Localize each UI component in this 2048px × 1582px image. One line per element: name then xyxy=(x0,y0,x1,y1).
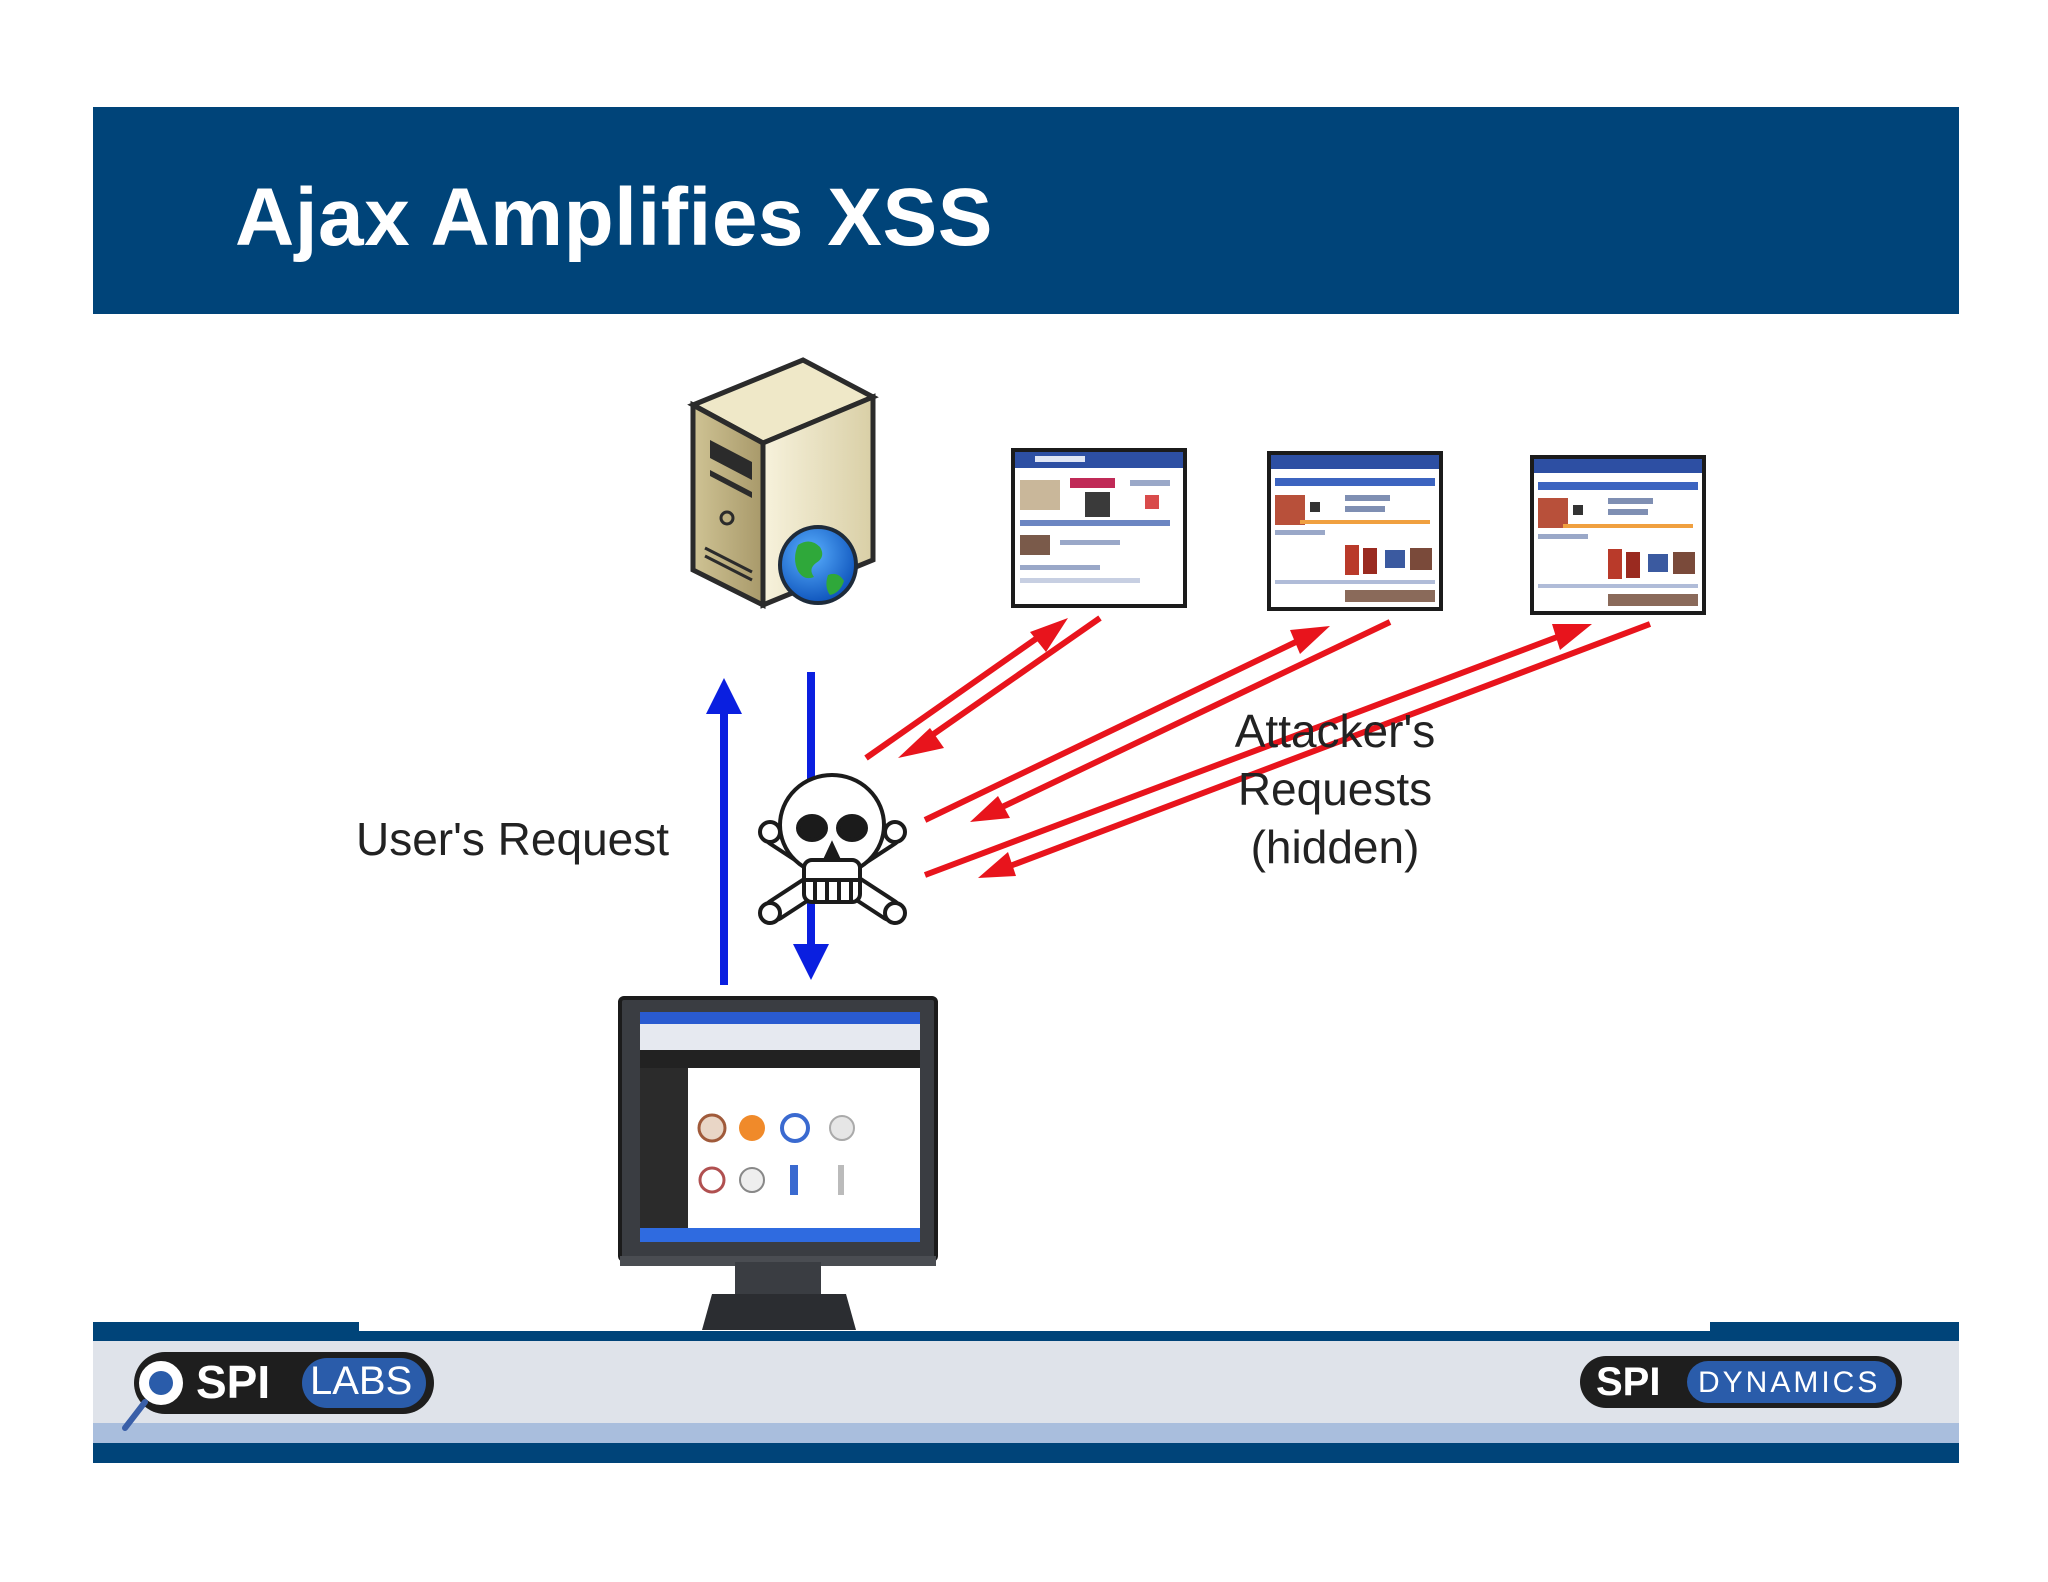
web-page-thumbnail xyxy=(1530,455,1706,615)
title-bar: Ajax Amplifies XSS xyxy=(93,107,1959,314)
monitor-icon xyxy=(618,996,938,1330)
spi-dynamics-logo xyxy=(1580,1356,1902,1408)
slide-title: Ajax Amplifies XSS xyxy=(235,172,993,263)
attackers-requests-line: Attacker's xyxy=(1234,705,1436,757)
attackers-requests-line: Requests xyxy=(1237,763,1433,815)
spi-labs-logo-labs: LABS xyxy=(310,1359,413,1403)
spi-dynamics-logo-spi: SPI xyxy=(1596,1360,1661,1404)
globe-icon xyxy=(778,525,858,605)
web-page-thumbnail xyxy=(1011,448,1187,608)
spi-labs-logo-spi: SPI xyxy=(196,1356,271,1408)
attackers-requests-line: (hidden) xyxy=(1250,821,1420,873)
attackers-requests-label: Attacker's Requests (hidden) xyxy=(1210,702,1460,876)
skull-crossbones-icon xyxy=(758,773,907,925)
spi-labs-logo xyxy=(122,1352,434,1431)
users-request-label: User's Request xyxy=(356,813,670,865)
attacker-arrows xyxy=(864,615,1652,878)
web-page-thumbnail xyxy=(1267,451,1443,611)
spi-dynamics-logo-dynamics: DYNAMICS xyxy=(1698,1366,1881,1399)
